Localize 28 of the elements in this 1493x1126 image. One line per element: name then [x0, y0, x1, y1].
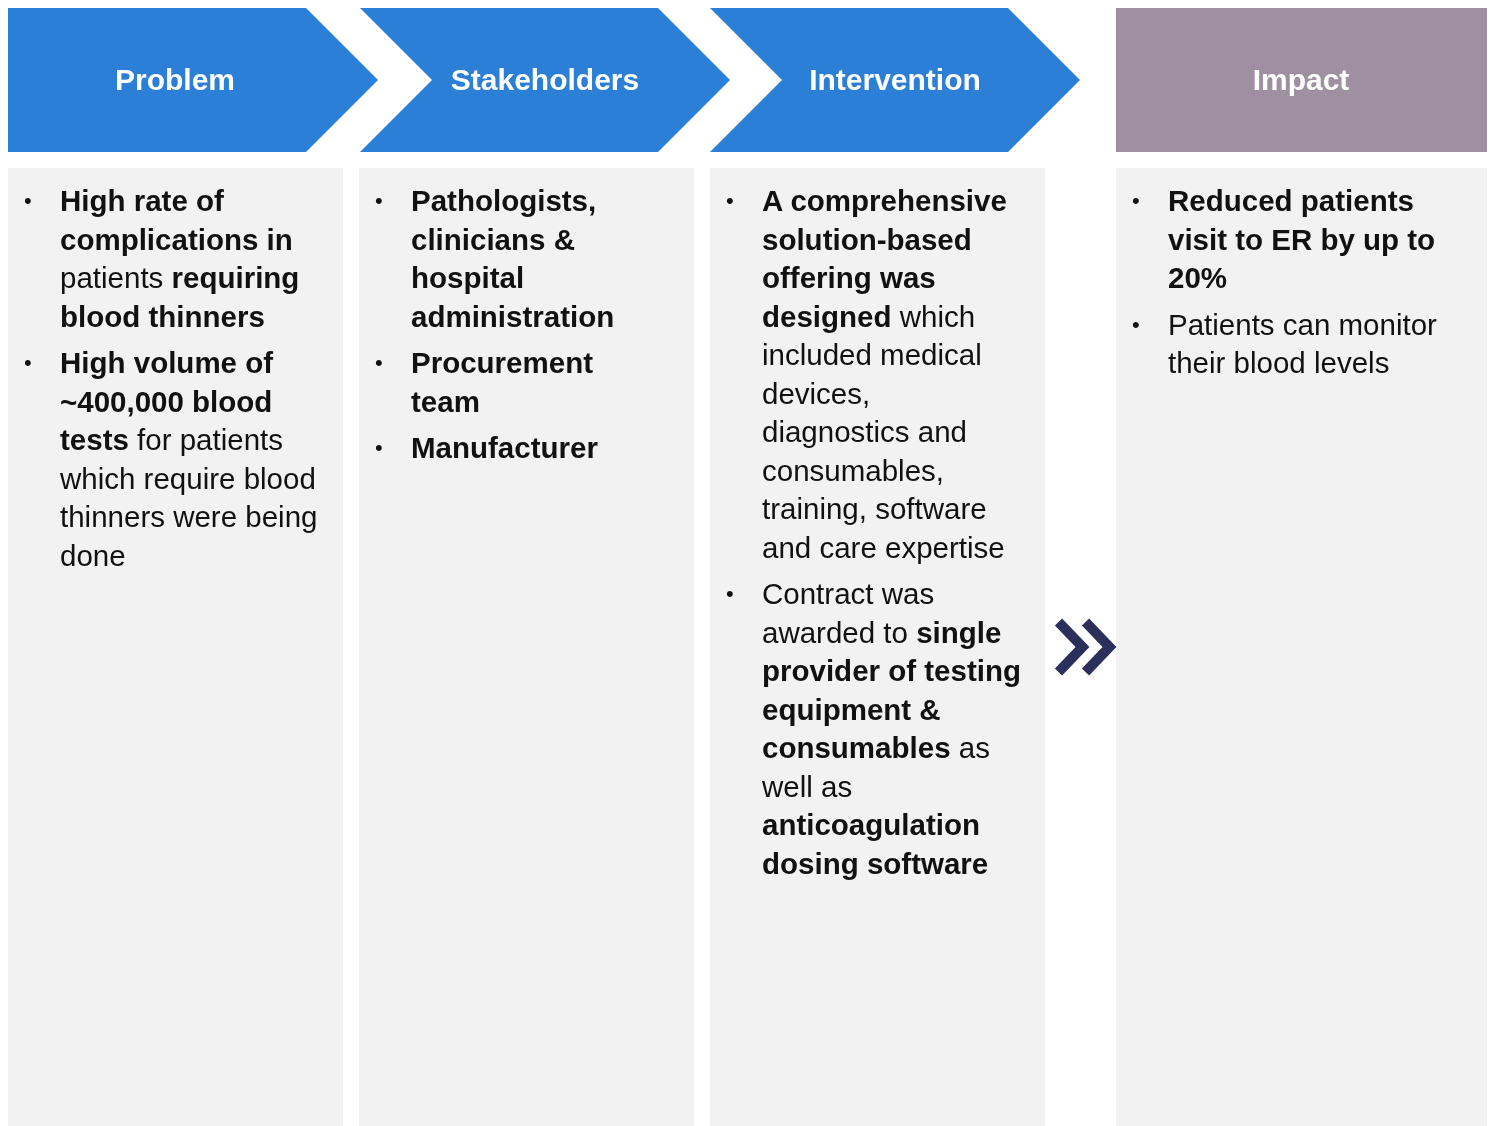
- chevron-header: [360, 8, 730, 152]
- bullet-marker: •: [1132, 187, 1140, 215]
- bullet-marker: •: [24, 349, 32, 377]
- header-text: Stakeholders: [450, 63, 640, 97]
- header-text: Impact: [1252, 63, 1350, 97]
- chevron-header: [8, 8, 378, 152]
- content-panel: [1116, 168, 1487, 1126]
- bullet-marker: •: [726, 187, 734, 215]
- bullet-text: A comprehensive solution-based offering was designed which included medical devices, diagnostics and consumables, training, software and care expertise: [762, 183, 1008, 566]
- chevron-header: [710, 8, 1080, 152]
- bullet-marker: •: [375, 187, 383, 215]
- bullet-text: Pathologists, clinicians & hospital administration: [411, 183, 616, 335]
- bullet-text: Patients can monitor their blood levels: [1168, 306, 1438, 381]
- header-box: [1116, 8, 1487, 152]
- bullet-marker: •: [375, 434, 383, 462]
- bullet-text: High volume of ~400,000 blood tests for patients which require blood thinners were being done: [60, 345, 319, 574]
- bullet-text: Manufacturer: [411, 430, 599, 466]
- bullet-marker: •: [375, 349, 383, 377]
- bullet-text: High rate of complications in patients requiring blood thinners: [60, 183, 301, 335]
- bullet-text: Contract was awarded to single provider of testing equipment & consumables as well as anticoagulation dosing software: [762, 576, 1021, 882]
- bullet-marker: •: [24, 187, 32, 215]
- header-text: Intervention: [809, 63, 981, 97]
- bullet-text: Procurement team: [411, 345, 594, 420]
- bullet-text: Reduced patients visit to ER by up to 20%: [1168, 183, 1437, 296]
- header-text: Problem: [115, 63, 235, 97]
- bullet-marker: •: [1132, 310, 1140, 339]
- bullet-marker: •: [726, 580, 734, 608]
- double-chevron-arrow: [1053, 617, 1117, 677]
